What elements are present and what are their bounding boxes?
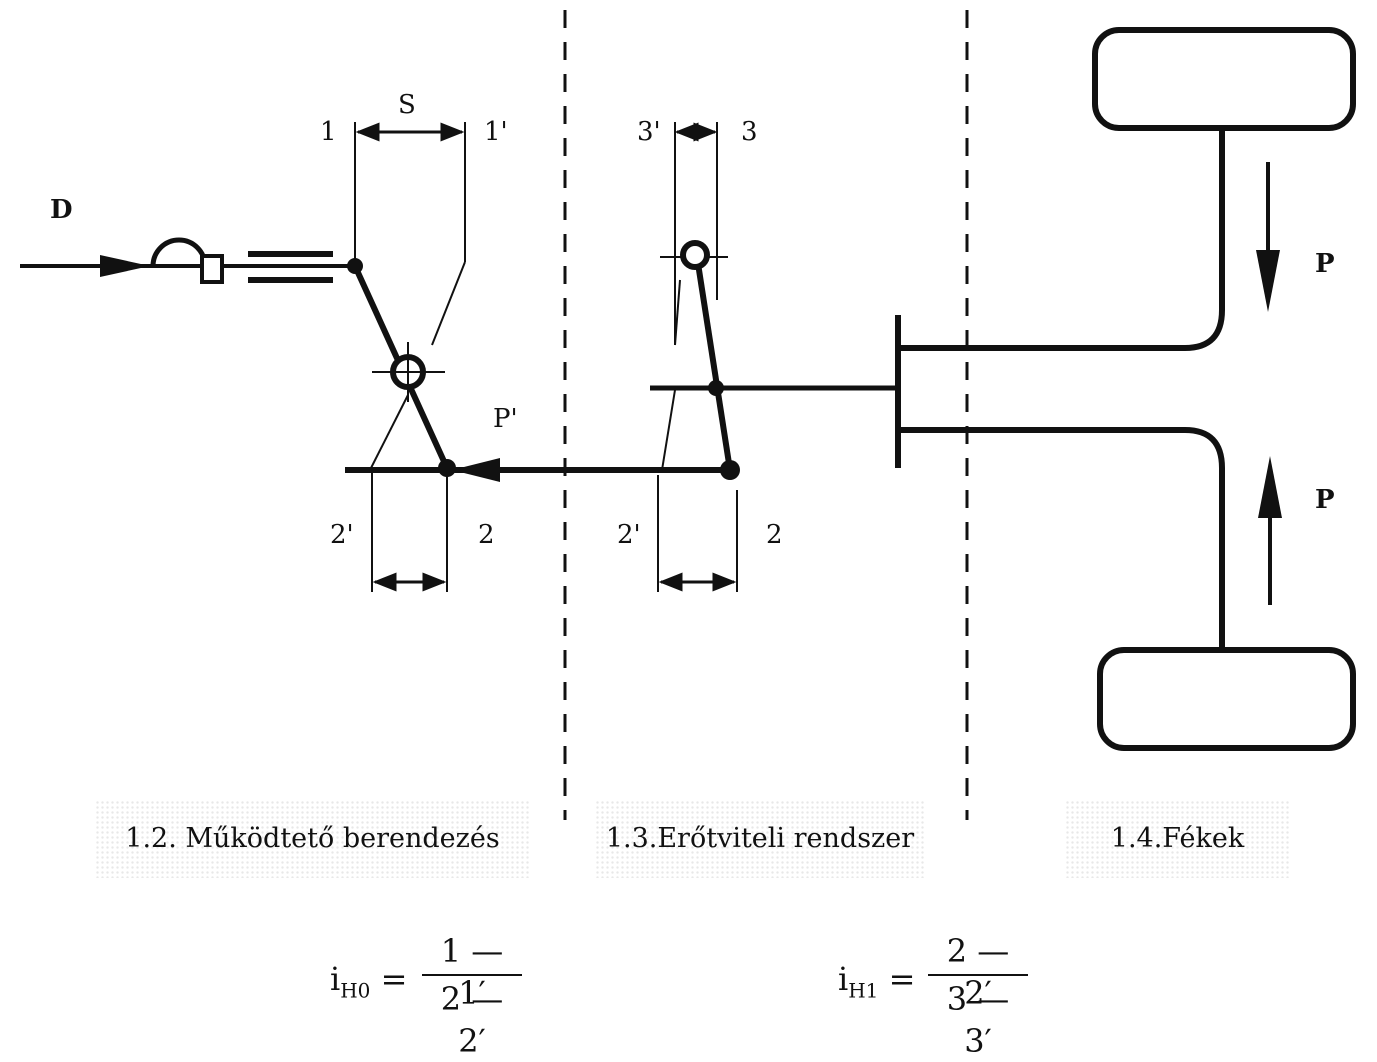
- formula-ih0-denominator: 2 — 2′: [440, 980, 504, 1060]
- lever-1-top-joint: [347, 258, 363, 274]
- brake-line-top: [898, 128, 1225, 351]
- pedal-dome: [150, 237, 208, 267]
- wheel-top: [1092, 27, 1356, 131]
- brake-line-bottom: [898, 427, 1225, 650]
- formula-ih1-bar: [928, 974, 1028, 976]
- formula-ih1: iH1 = 2 — 2′ 3 — 3′: [838, 930, 1038, 1060]
- label-pos-2-prime-mid: 2': [617, 520, 641, 550]
- label-pos-2-prime-left: 2': [330, 520, 354, 550]
- formula-ih0-lhs: iH0 =: [330, 960, 408, 1003]
- s-dim-slant: [431, 261, 466, 346]
- section-caption-transmission: 1.3.Erőtviteli rendszer: [595, 800, 925, 878]
- label-force-p-bottom: P: [1315, 485, 1335, 515]
- lever-1-bottom-joint: [438, 459, 456, 477]
- input-arrow-head: [100, 255, 150, 277]
- lever-2-ghost-b: [661, 389, 676, 471]
- pushrod-arrow-head: [452, 458, 500, 482]
- pedal-block: [200, 254, 224, 284]
- label-pos-1-prime: 1': [484, 117, 508, 147]
- lever-2-pivot: [680, 240, 710, 270]
- label-stroke-s: S: [398, 90, 416, 120]
- label-pos-2-left: 2: [478, 520, 495, 550]
- label-force-p-prime: P': [493, 404, 518, 434]
- section-caption-brakes: 1.4.Fékek: [1065, 800, 1290, 878]
- force-arrow-up-head: [1258, 456, 1282, 518]
- lever-2: [694, 256, 733, 471]
- label-pos-1: 1: [320, 117, 337, 147]
- force-arrow-down-head: [1256, 250, 1280, 312]
- label-pos-3-prime: 3': [637, 117, 661, 147]
- formula-ih0: iH0 = 1 — 1′ 2 — 2′: [330, 930, 530, 1060]
- section-caption-actuation: 1.2. Működtető berendezés: [95, 800, 530, 878]
- label-pos-3: 3: [741, 117, 758, 147]
- formula-ih1-numerator: 2 — 2′: [946, 932, 1010, 1012]
- label-pos-2-mid: 2: [766, 520, 783, 550]
- formula-ih1-lhs: iH1 =: [838, 960, 916, 1003]
- lever-2-mid-joint: [708, 380, 724, 396]
- lever-1-ghost: [369, 394, 409, 471]
- formula-ih0-fraction: 1 — 1′ 2 — 2′: [422, 930, 522, 1060]
- label-input-d: D: [50, 195, 73, 225]
- formula-ih1-denominator: 3 — 3′: [946, 980, 1010, 1060]
- formula-ih0-numerator: 1 — 1′: [440, 932, 504, 1012]
- wheel-bottom: [1097, 647, 1356, 751]
- lever-2-ghost-a: [674, 279, 681, 346]
- formula-ih0-bar: [422, 974, 522, 976]
- formula-ih1-fraction: 2 — 2′ 3 — 3′: [928, 930, 1028, 1060]
- lever-2-bottom-joint: [720, 460, 740, 480]
- brake-system-diagram: D S 1 1' 3' 3 P' 2' 2 2' 2 P P: [20, 10, 1356, 820]
- label-force-p-top: P: [1315, 249, 1335, 279]
